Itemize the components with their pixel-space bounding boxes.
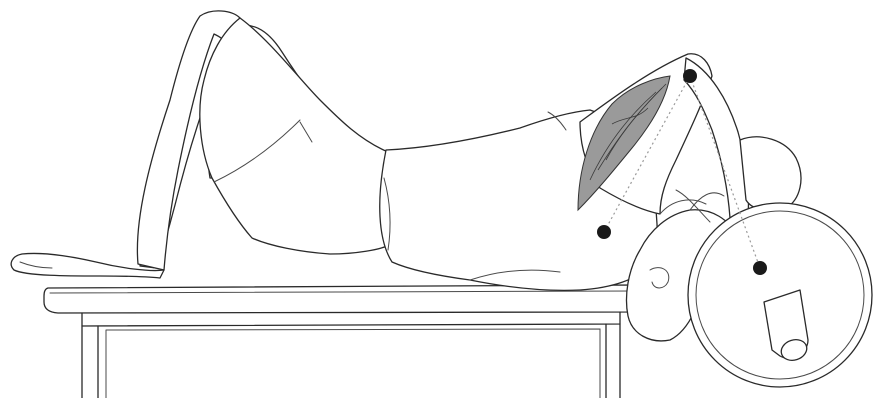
- joint-marker-shoulder: [597, 225, 611, 239]
- bench-apron: [82, 312, 620, 326]
- bench-leg-right: [606, 324, 620, 398]
- hand: [740, 137, 801, 211]
- joint-marker-bar: [753, 261, 767, 275]
- forearm: [684, 58, 749, 218]
- bench-inner-frame: [106, 329, 600, 398]
- face: [690, 193, 724, 210]
- bench: [44, 285, 642, 398]
- weight-plate: [688, 203, 872, 387]
- front-thigh: [200, 18, 392, 254]
- front-leg: [11, 11, 392, 278]
- bench-leg-left: [82, 326, 98, 398]
- joint-marker-elbow: [683, 69, 697, 83]
- plate-outer: [688, 203, 872, 387]
